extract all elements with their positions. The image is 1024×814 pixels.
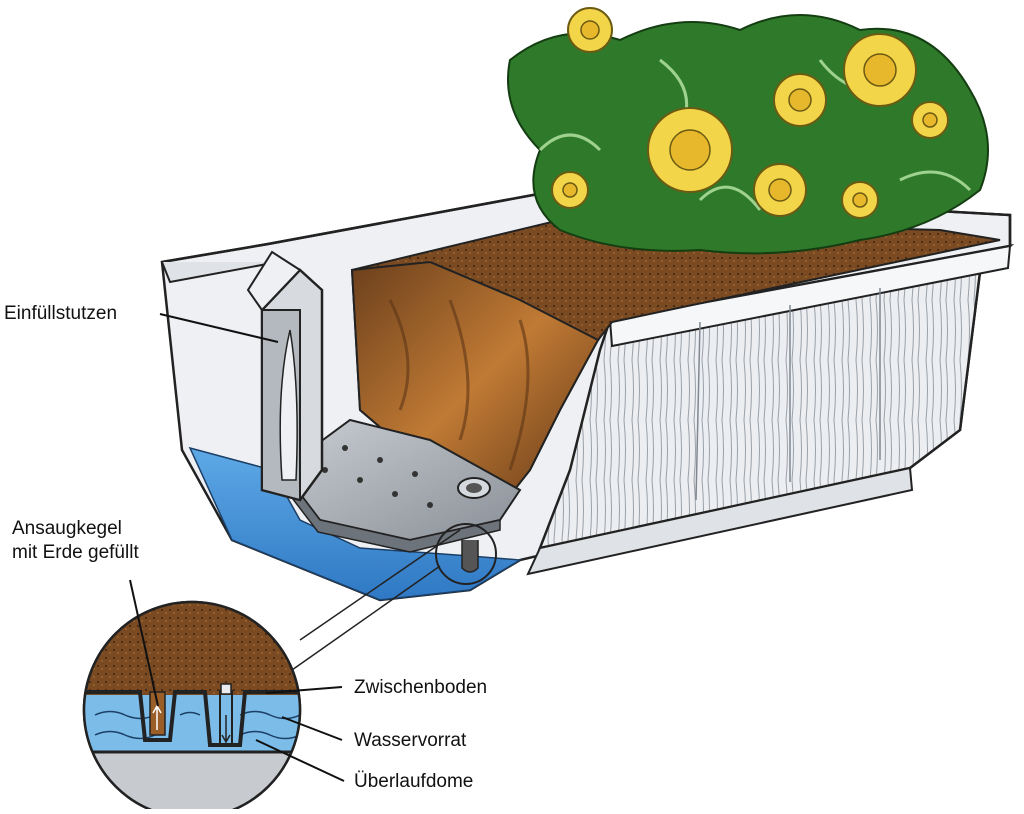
leader-line-suction-cone: [129, 579, 159, 707]
magnifier-connector: [291, 529, 461, 671]
label-water-reservoir: Wasservorrat: [354, 730, 467, 751]
leader-line-filler-pipe: [159, 313, 279, 343]
rose-flower: [551, 171, 589, 209]
flowering-plant: [507, 7, 989, 255]
detail-marker: [435, 523, 497, 585]
label-overflow-domes: Überlaufdome: [354, 771, 474, 792]
label-suction-cone-line1: Ansaugkegel: [12, 518, 122, 539]
leader-line-false-bottom: [265, 686, 343, 694]
detail-magnifier: [82, 600, 302, 814]
rose-flower: [567, 7, 613, 53]
label-suction-cone-line2: mit Erde gefüllt: [12, 542, 139, 563]
false-bottom-plate: [279, 418, 522, 573]
rose-flower: [647, 107, 733, 193]
label-false-bottom: Zwischenboden: [354, 677, 488, 698]
rose-flower: [753, 163, 807, 217]
leader-lines: [129, 313, 345, 782]
filler-pipe: [246, 250, 324, 502]
leader-line-overflow-domes: [255, 739, 345, 782]
label-filler-pipe: Einfüllstutzen: [4, 303, 118, 324]
leader-line-water-reservoir: [281, 716, 343, 741]
rose-flower: [843, 33, 917, 107]
rose-flower: [911, 101, 949, 139]
rose-flower: [773, 73, 827, 127]
rose-flower: [841, 181, 879, 219]
